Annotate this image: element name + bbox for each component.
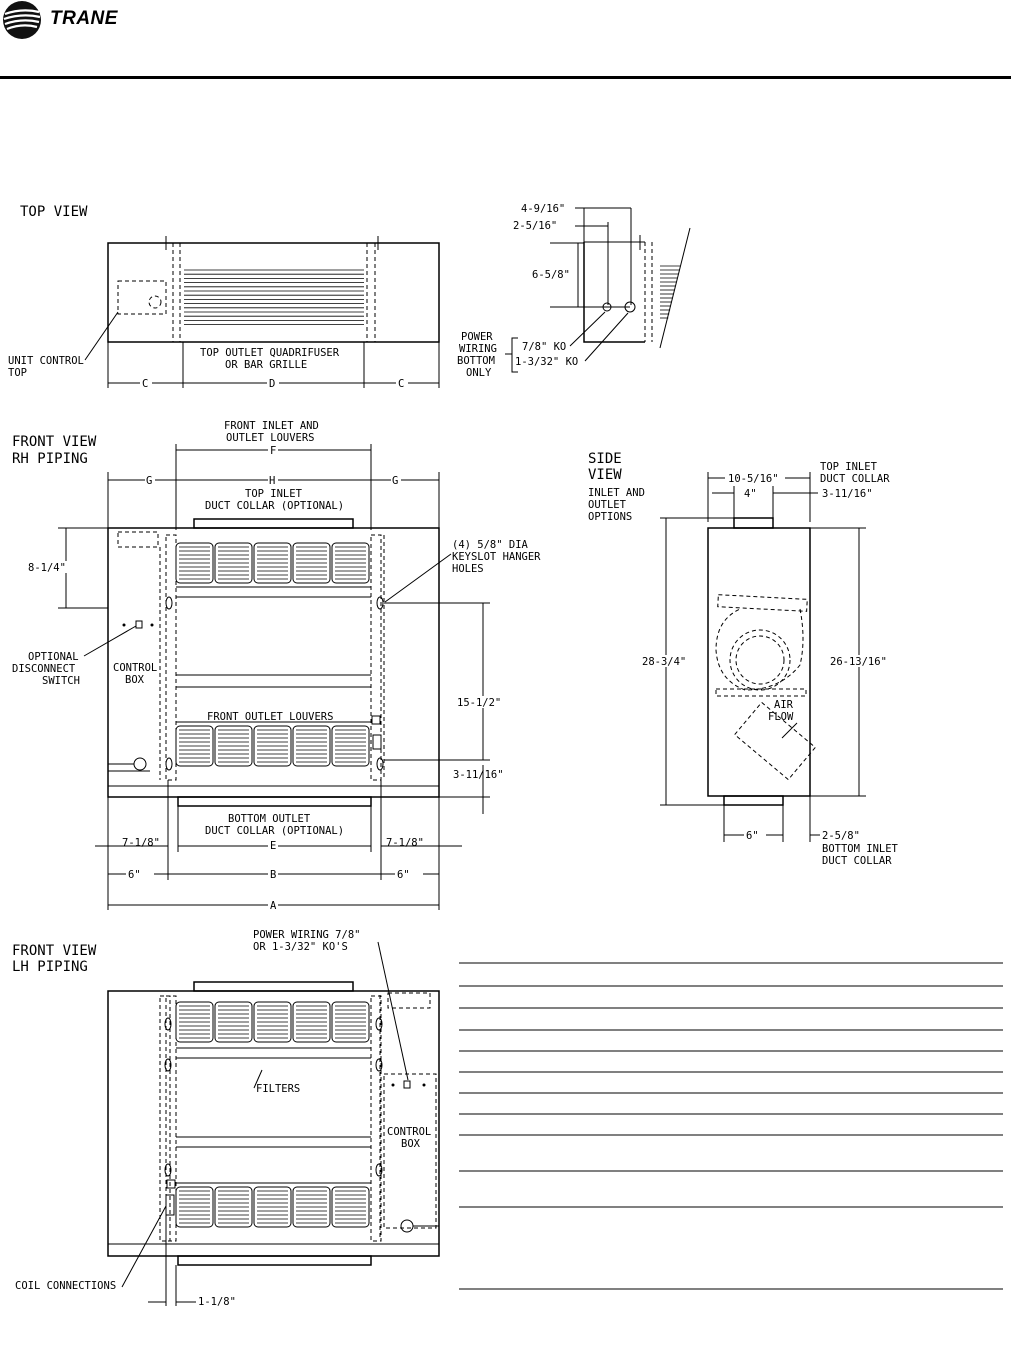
options-label-1: INLET AND bbox=[588, 487, 645, 499]
bottom-outlet-label-1: BOTTOM OUTLET bbox=[228, 813, 311, 825]
dim-h: H bbox=[269, 475, 275, 487]
hanger-label-1: (4) 5/8" DIA bbox=[452, 539, 529, 551]
front-view-rh: FRONT VIEW RH PIPING FRONT INLET AND OUT… bbox=[12, 420, 541, 912]
disconnect-label-2: DISCONNECT bbox=[12, 663, 76, 675]
front-lh-title-2: LH PIPING bbox=[12, 959, 88, 975]
top-outlet-label-1: TOP OUTLET QUADRIFUSER bbox=[200, 347, 340, 359]
dim-7-1-8-right: 7-1/8" bbox=[386, 837, 424, 849]
filters-label: FILTERS bbox=[256, 1083, 300, 1095]
dim-6-left: 6" bbox=[128, 869, 141, 881]
dim-a: A bbox=[270, 900, 277, 912]
unit-control-label-1: UNIT CONTROL bbox=[8, 355, 84, 367]
hanger-label-3: HOLES bbox=[452, 563, 484, 575]
dim-28-3-4: 28-3/4" bbox=[642, 656, 686, 668]
disconnect-label-3: SWITCH bbox=[42, 675, 80, 687]
top-outlet-grille bbox=[184, 269, 364, 326]
side-view-title-1: SIDE bbox=[588, 451, 622, 467]
front-view-lh: FRONT VIEW LH PIPING POWER WIRING 7/8" O… bbox=[12, 929, 440, 1308]
lh-power-wiring-label-2: OR 1-3/32" KO'S bbox=[253, 941, 348, 953]
options-label-2: OUTLET bbox=[588, 499, 627, 511]
dim-6-right: 6" bbox=[397, 869, 410, 881]
side-view-title-2: VIEW bbox=[588, 467, 622, 483]
ko-label-7-8: 7/8" KO bbox=[522, 341, 566, 353]
side-top-inlet-label-1: TOP INLET bbox=[820, 461, 878, 473]
top-inlet-label-1: TOP INLET bbox=[245, 488, 303, 500]
dim-15-1-2: 15-1/2" bbox=[457, 697, 501, 709]
dim-3-11-16-front: 3-11/16" bbox=[453, 769, 504, 781]
dim-f: F bbox=[270, 445, 276, 457]
side-top-inlet-label-2: DUCT COLLAR bbox=[820, 473, 890, 485]
dim-8-1-4: 8-1/4" bbox=[28, 562, 66, 574]
power-label-3: BOTTOM bbox=[457, 355, 495, 367]
dim-2-5-8: 2-5/8" bbox=[822, 830, 860, 842]
detail-grille bbox=[660, 265, 680, 319]
dim-10-5-16: 10-5/16" bbox=[728, 473, 779, 485]
front-rh-title-2: RH PIPING bbox=[12, 451, 88, 467]
control-box-label-2: BOX bbox=[125, 674, 145, 686]
dim-d: D bbox=[269, 378, 275, 390]
top-view-title: TOP VIEW bbox=[20, 204, 88, 220]
inlet-louvers-label-1: FRONT INLET AND bbox=[224, 420, 319, 432]
side-view: SIDE VIEW INLET AND OUTLET OPTIONS 10-5/… bbox=[588, 451, 899, 867]
page-header: TRANE bbox=[0, 0, 1011, 80]
trane-logo-icon bbox=[3, 1, 41, 39]
dim-6-side: 6" bbox=[746, 830, 759, 842]
top-view: TOP VIEW UNIT CONTROL TOP TOP OUTLET QUA… bbox=[8, 204, 440, 390]
options-label-3: OPTIONS bbox=[588, 511, 632, 523]
disconnect-label-1: OPTIONAL bbox=[28, 651, 79, 663]
ko-label-1-3-32: 1-3/32" KO bbox=[515, 356, 578, 368]
dim-c-right: C bbox=[398, 378, 404, 390]
dim-3-11-16-side: 3-11/16" bbox=[822, 488, 873, 500]
rh-louvers bbox=[175, 542, 370, 767]
control-box-label-1: CONTROL bbox=[113, 662, 157, 674]
dim-1-1-8: 1-1/8" bbox=[198, 1296, 236, 1308]
brand-name: TRANE bbox=[50, 8, 118, 29]
header-divider bbox=[0, 76, 1011, 79]
front-rh-title-1: FRONT VIEW bbox=[12, 434, 97, 450]
dim-6-5-8: 6-5/8" bbox=[532, 269, 570, 281]
dim-b: B bbox=[270, 869, 276, 881]
front-lh-title-1: FRONT VIEW bbox=[12, 943, 97, 959]
dim-4: 4" bbox=[744, 488, 757, 500]
dim-g-right: G bbox=[392, 475, 398, 487]
lh-louvers bbox=[175, 1001, 370, 1228]
blank-table-rules bbox=[459, 962, 1003, 1290]
lh-power-wiring-label-1: POWER WIRING 7/8" bbox=[253, 929, 360, 941]
dim-7-1-8-left: 7-1/8" bbox=[122, 837, 160, 849]
dim-c-left: C bbox=[142, 378, 148, 390]
dim-2-5-16: 2-5/16" bbox=[513, 220, 557, 232]
hanger-label-2: KEYSLOT HANGER bbox=[452, 551, 541, 563]
air-flow-label-2: FLOW bbox=[768, 711, 794, 723]
power-label-4: ONLY bbox=[466, 367, 492, 379]
inlet-louvers-label-2: OUTLET LOUVERS bbox=[226, 432, 315, 444]
bottom-inlet-label-1: BOTTOM INLET bbox=[822, 843, 899, 855]
power-label-2: WIRING bbox=[459, 343, 497, 355]
air-flow-label-1: AIR bbox=[774, 699, 794, 711]
dim-26-13-16: 26-13/16" bbox=[830, 656, 887, 668]
front-outlet-label: FRONT OUTLET LOUVERS bbox=[207, 711, 333, 723]
lh-control-box-label-1: CONTROL bbox=[387, 1126, 431, 1138]
top-outlet-label-2: OR BAR GRILLE bbox=[225, 359, 307, 371]
top-inlet-label-2: DUCT COLLAR (OPTIONAL) bbox=[205, 500, 344, 512]
bottom-outlet-label-2: DUCT COLLAR (OPTIONAL) bbox=[205, 825, 344, 837]
power-label-1: POWER bbox=[461, 331, 493, 343]
unit-control-label-2: TOP bbox=[8, 367, 27, 379]
dim-e: E bbox=[270, 840, 276, 852]
dim-4-9-16: 4-9/16" bbox=[521, 203, 565, 215]
coil-connections-label: COIL CONNECTIONS bbox=[15, 1280, 116, 1292]
bottom-inlet-label-2: DUCT COLLAR bbox=[822, 855, 892, 867]
dim-g-left: G bbox=[146, 475, 152, 487]
lh-control-box-label-2: BOX bbox=[401, 1138, 421, 1150]
power-wiring-detail: 4-9/16" 2-5/16" 6-5/8" POWER WIRING BOTT… bbox=[457, 203, 691, 379]
